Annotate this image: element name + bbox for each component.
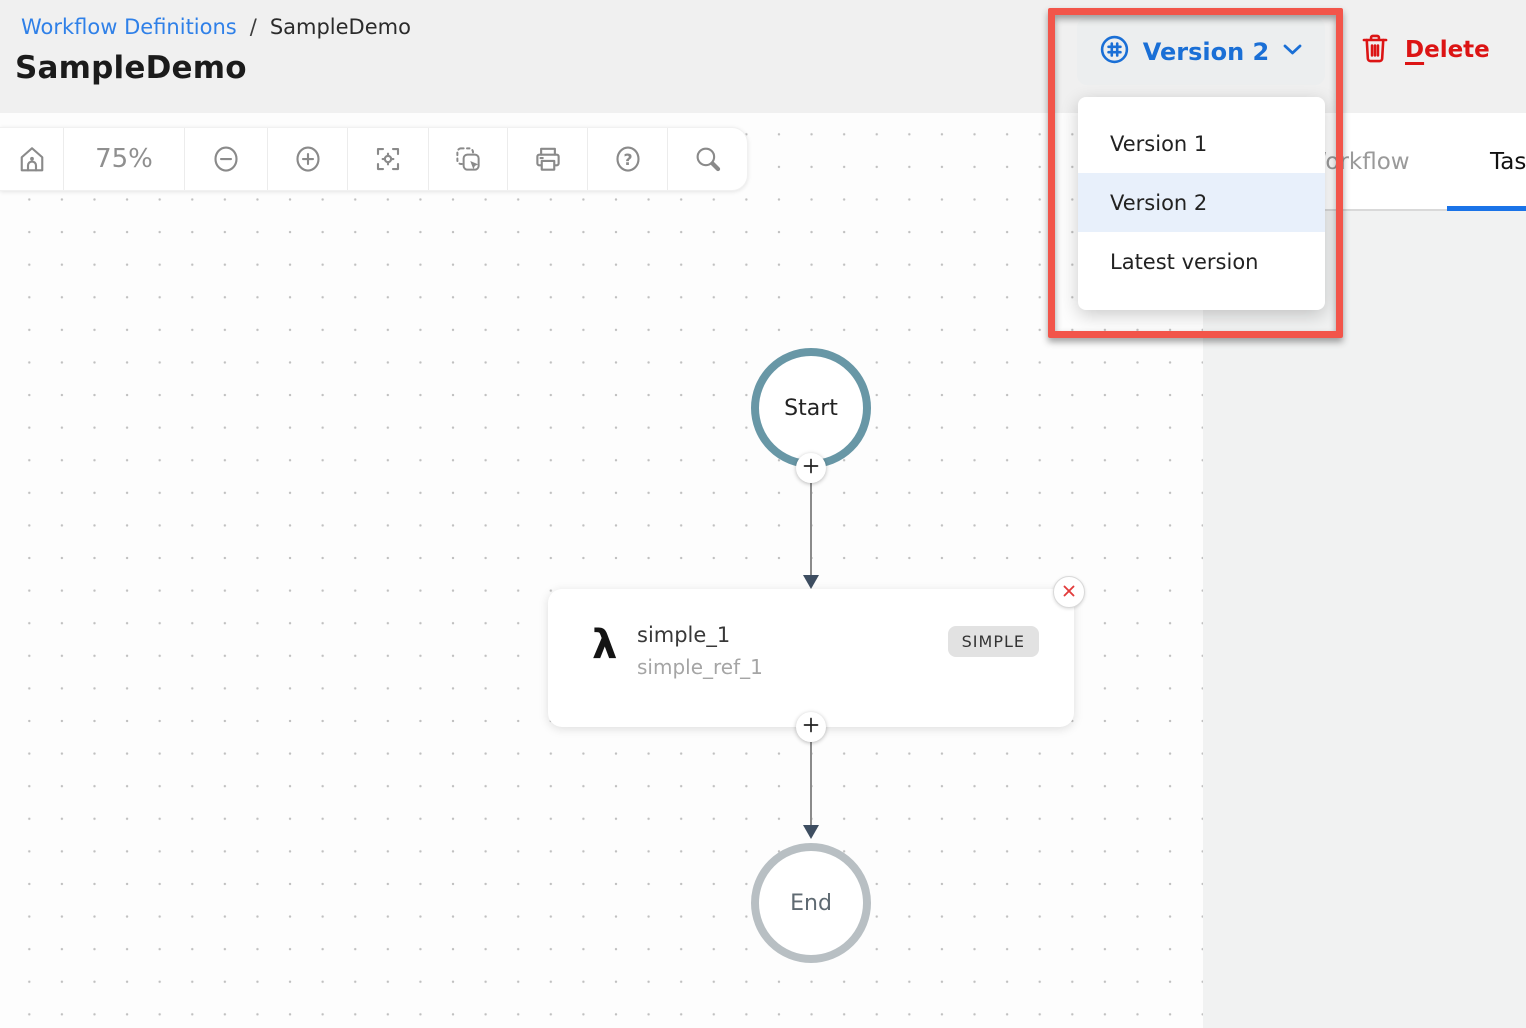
- chevron-down-icon: [1282, 42, 1303, 61]
- help-button[interactable]: ?: [588, 128, 668, 190]
- trash-icon: [1360, 32, 1390, 68]
- help-icon: ?: [613, 144, 643, 174]
- print-icon: [533, 144, 563, 174]
- task-type-badge: SIMPLE: [947, 626, 1039, 657]
- select-area-button[interactable]: [429, 128, 508, 190]
- plus-icon: [802, 716, 820, 738]
- zoom-level-value: 75%: [95, 144, 153, 174]
- page-title: SampleDemo: [15, 50, 247, 86]
- version-selector-button[interactable]: Version 2: [1077, 18, 1325, 85]
- version-selector-label: Version 2: [1142, 37, 1270, 66]
- print-button[interactable]: [508, 128, 588, 190]
- task-name: simple_1: [637, 623, 731, 647]
- home-button[interactable]: [0, 128, 64, 190]
- breadcrumb: Workflow Definitions / SampleDemo: [21, 15, 411, 39]
- tab-tasks[interactable]: Tasks: [1490, 149, 1526, 175]
- hash-circle-icon: [1099, 34, 1130, 69]
- edge-start-to-task: [810, 483, 812, 576]
- fit-screen-icon: [373, 144, 403, 174]
- search-button[interactable]: [668, 128, 747, 190]
- start-node[interactable]: Start: [751, 348, 871, 468]
- task-node-simple-1[interactable]: λ simple_1 simple_ref_1 SIMPLE: [548, 576, 1085, 727]
- home-icon: [17, 144, 47, 174]
- task-reference: simple_ref_1: [637, 655, 763, 679]
- end-node[interactable]: End: [751, 843, 871, 963]
- fit-to-screen-button[interactable]: [348, 128, 429, 190]
- plus-icon: [802, 457, 820, 479]
- search-icon: [693, 144, 723, 174]
- zoom-in-button[interactable]: [268, 128, 348, 190]
- version-option-latest[interactable]: Latest version: [1110, 249, 1259, 274]
- zoom-in-icon: [293, 144, 323, 174]
- breadcrumb-link-workflow-definitions[interactable]: Workflow Definitions: [21, 15, 237, 39]
- edge-task-to-end: [810, 742, 812, 826]
- arrowhead-icon: [803, 575, 819, 589]
- version-option-1[interactable]: Version 1: [1110, 131, 1208, 156]
- arrowhead-icon: [803, 825, 819, 839]
- remove-task-button[interactable]: [1053, 576, 1085, 608]
- add-task-button-after-start[interactable]: [796, 453, 826, 483]
- canvas-toolbar: 75%: [0, 127, 748, 191]
- version-dropdown-menu: Version 1 Version 2 Latest version: [1078, 97, 1325, 310]
- end-node-label: End: [790, 890, 832, 916]
- close-icon: [1062, 583, 1076, 602]
- zoom-level-display[interactable]: 75%: [64, 128, 185, 190]
- zoom-out-button[interactable]: [185, 128, 268, 190]
- add-task-button-after-task[interactable]: [796, 712, 826, 742]
- delete-button-label: Delete: [1405, 37, 1490, 63]
- delete-button[interactable]: Delete: [1360, 32, 1490, 68]
- workflow-canvas[interactable]: Start λ simple_1 simple_ref_1 SIMPLE End: [0, 113, 1203, 1028]
- version-option-2[interactable]: Version 2: [1078, 173, 1325, 232]
- select-area-icon: [453, 144, 483, 174]
- svg-text:?: ?: [623, 151, 632, 169]
- lambda-icon: λ: [592, 622, 618, 668]
- zoom-out-icon: [211, 144, 241, 174]
- start-node-label: Start: [784, 395, 838, 421]
- active-tab-underline: [1447, 206, 1526, 211]
- breadcrumb-current: SampleDemo: [269, 15, 411, 39]
- breadcrumb-separator: /: [249, 15, 257, 39]
